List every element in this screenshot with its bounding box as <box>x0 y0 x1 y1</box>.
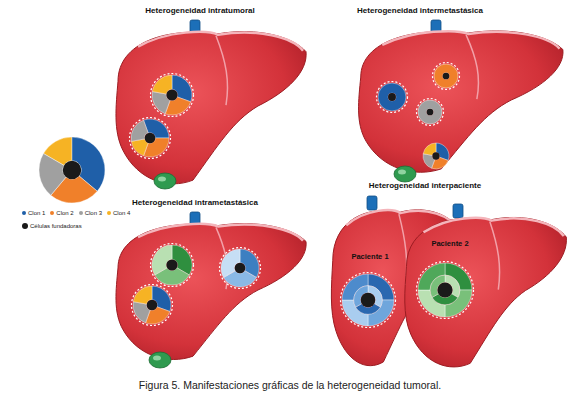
gallbladder <box>149 352 171 368</box>
gallbladder-shine <box>398 170 406 175</box>
founder-cells <box>427 109 434 116</box>
tumor-border <box>132 285 173 326</box>
gallbladder <box>154 173 176 189</box>
liver-shape <box>116 32 306 184</box>
clone-sector <box>378 83 406 111</box>
liver-shape <box>405 217 567 366</box>
tumor-pie <box>151 244 194 287</box>
founder-cells <box>166 259 177 270</box>
patient-liver: Paciente 2 <box>398 208 568 373</box>
gallbladder-shine <box>158 177 166 182</box>
liver-shape <box>359 31 563 172</box>
gallbladder <box>394 166 416 182</box>
liver-outline <box>359 31 563 172</box>
panel-heading: Heterogeneidad intrametastásica <box>132 199 258 208</box>
founder-cells <box>235 263 246 274</box>
liver-outline-svg <box>398 208 568 373</box>
tumor-border <box>433 63 460 90</box>
clone-sector <box>434 64 458 88</box>
founder-cells <box>166 89 177 100</box>
tumor-pie <box>341 273 396 328</box>
liver-shape <box>116 224 306 360</box>
legend-swatch <box>22 211 26 215</box>
liver <box>116 32 306 184</box>
tumor-border <box>341 273 396 328</box>
legend-item: Células fundadoras <box>22 223 82 229</box>
tumor-pie <box>417 262 474 319</box>
legend-item: Clon 1 <box>22 210 45 216</box>
tumor-pie <box>130 118 171 159</box>
gallbladder-shine <box>153 356 161 361</box>
liver-outline <box>405 217 567 366</box>
founder-cells <box>145 133 156 144</box>
patient-label: Paciente 1 <box>351 253 388 261</box>
liver-ligament <box>490 222 500 290</box>
legend-item: Clon 4 <box>107 210 130 216</box>
tumor-pie <box>417 99 444 126</box>
liver <box>359 31 563 172</box>
legend-swatch <box>50 211 54 215</box>
clone-sector <box>152 245 172 275</box>
founder-cells <box>147 300 158 311</box>
legend-swatch <box>107 211 111 215</box>
legend-text: Células fundadoras <box>30 223 82 229</box>
clone-sector <box>131 139 148 156</box>
tumor-border <box>151 244 194 287</box>
clone-sector <box>221 249 240 278</box>
liver-outline <box>116 32 306 184</box>
tumor-pie <box>132 285 173 326</box>
founder-cells <box>388 93 396 101</box>
legend-item: Clon 2 <box>50 210 73 216</box>
legend-swatch <box>79 211 83 215</box>
legend-text: Clon 2 <box>56 210 73 216</box>
tumor-border <box>220 248 261 289</box>
panel-heading: Heterogeneidad interpaciente <box>369 182 481 191</box>
patient-label: Paciente 2 <box>431 240 468 248</box>
tumor-border <box>417 99 444 126</box>
founder-cells <box>361 293 376 308</box>
legend-text: Clon 1 <box>28 210 45 216</box>
founder-cells <box>443 73 450 80</box>
liver <box>116 224 306 360</box>
founder-cells <box>63 161 81 179</box>
clone-sector <box>39 154 66 196</box>
tumor-pie <box>377 82 408 113</box>
vena-cava <box>367 196 377 210</box>
panel-heading: Heterogeneidad intermetastásica <box>357 7 483 16</box>
legend-text: Clon 4 <box>113 210 130 216</box>
tumor-border <box>130 118 171 159</box>
tumor-pie <box>423 143 449 169</box>
vena-cava <box>453 204 463 218</box>
legend-item: Clon 3 <box>79 210 102 216</box>
founder-cells <box>437 282 452 297</box>
tumor-pie <box>151 74 194 117</box>
liver-outline <box>116 224 306 360</box>
legend-swatch <box>22 223 28 229</box>
clone-sector <box>418 100 442 124</box>
liver-ligament <box>216 36 228 105</box>
founder-cells <box>432 152 439 159</box>
liver-ligament <box>466 35 478 99</box>
tumor-pie <box>220 248 261 289</box>
tumor-pie <box>433 63 460 90</box>
tumor-pie <box>39 137 105 203</box>
panel-heading: Heterogeneidad intratumoral <box>145 7 254 16</box>
figure-caption: Figura 5. Manifestaciones gráficas de la… <box>139 380 441 392</box>
tumor-border <box>151 74 194 117</box>
tumor-border <box>377 82 408 113</box>
legend-text: Clon 3 <box>85 210 102 216</box>
tumor-border <box>417 262 474 319</box>
